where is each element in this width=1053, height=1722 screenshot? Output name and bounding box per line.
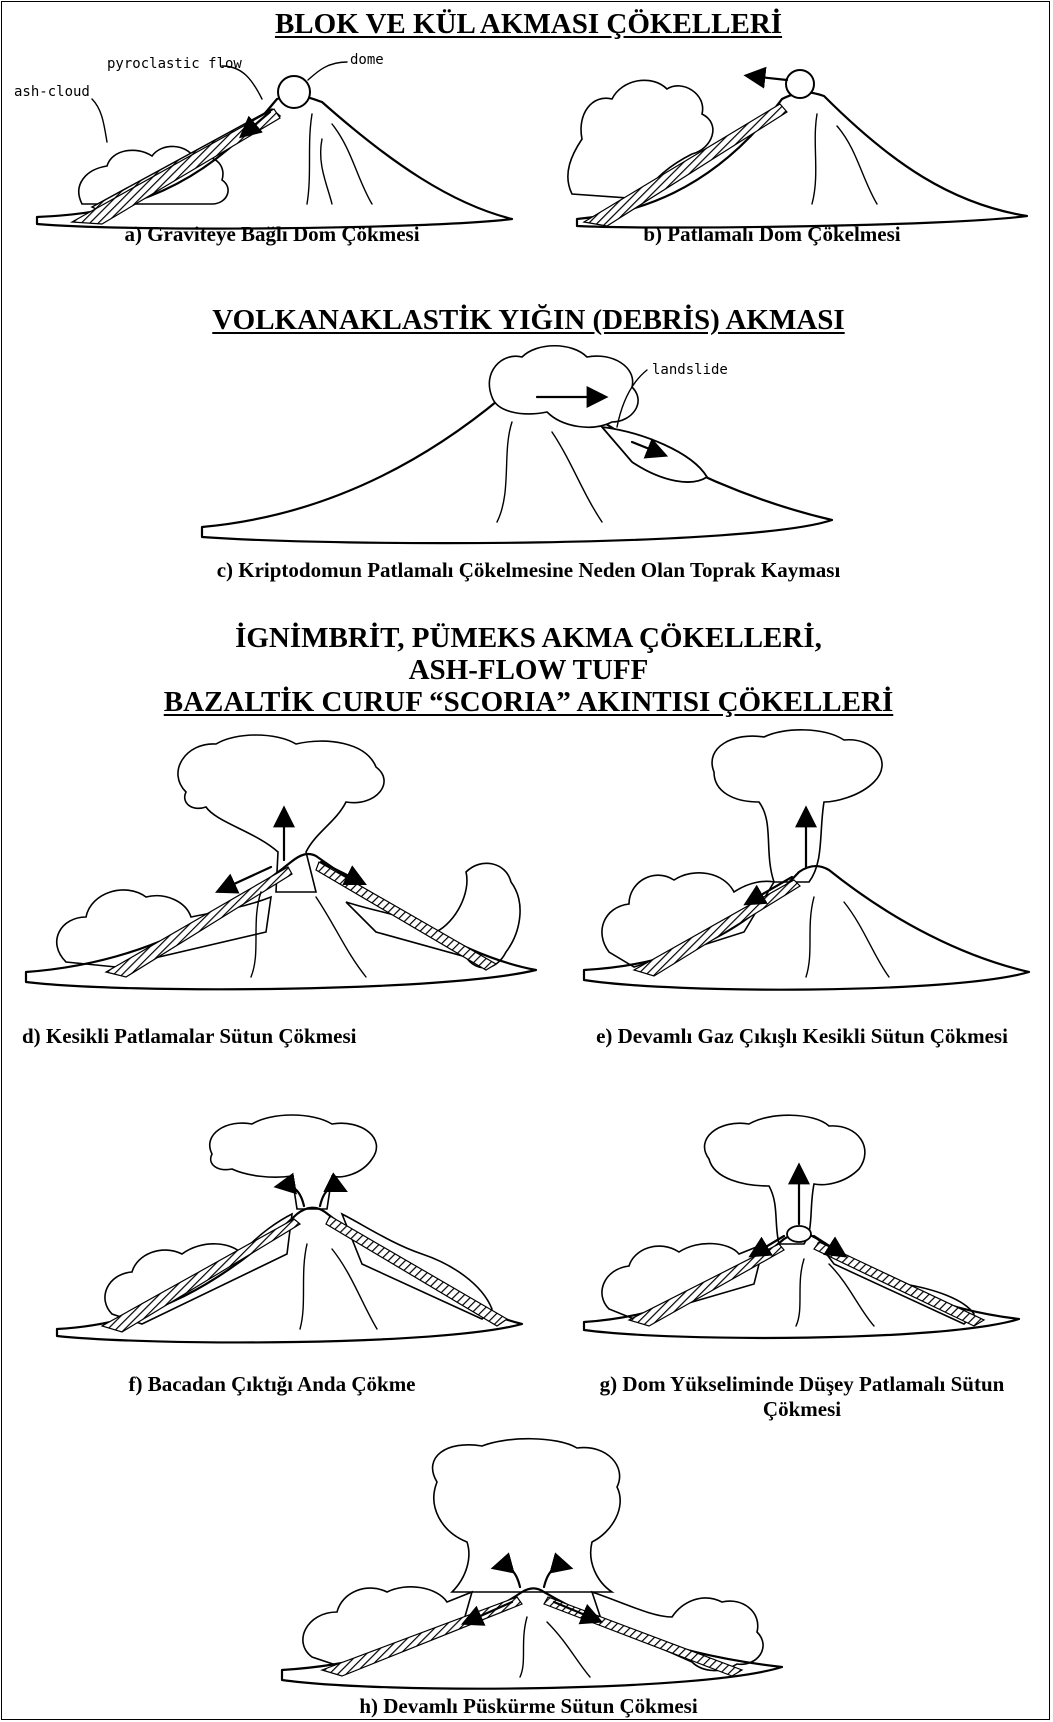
heading-block-ash: BLOK VE KÜL AKMASI ÇÖKELLERİ [2,8,1053,40]
caption-b: b) Patlamalı Dom Çökelmesi [562,222,982,247]
caption-c: c) Kriptodomun Patlamalı Çökelmesine Ned… [2,558,1053,583]
figure-c-cryptodome-landslide: landslide [192,342,852,552]
heading-ignimbrite-1: İGNİMBRİT, PÜMEKS AKMA ÇÖKELLERİ, [2,622,1053,654]
figure-f-collapse-at-vent [42,1114,532,1354]
caption-a: a) Graviteye Bağlı Dom Çökmesi [62,222,482,247]
caption-e: e) Devamlı Gaz Çıkışlı Kesikli Sütun Çök… [582,1024,1022,1049]
eruption-column [433,1439,621,1592]
figure-b-explosive-dome-collapse [562,54,1042,234]
caption-g: g) Dom Yükseliminde Düşey Patlamalı Sütu… [572,1372,1032,1422]
caption-h: h) Devamlı Püskürme Sütun Çökmesi [2,1694,1053,1719]
label-landslide: landslide [652,362,728,378]
figure-a-gravity-dome-collapse: pyroclastic flow dome ash-cloud [12,54,532,234]
eruption-column [210,1115,377,1209]
eruption-column [178,735,384,892]
figure-d-intermittent-column-collapse [16,732,536,1007]
label-ash-cloud: ash-cloud [14,84,90,100]
label-dome: dome [350,52,384,68]
caption-f: f) Bacadan Çıktığı Anda Çökme [62,1372,482,1397]
landslide-block [602,427,707,482]
heading-debris: VOLKANAKLASTİK YIĞIN (DEBRİS) AKMASI [2,304,1053,336]
dome-shape [278,76,310,108]
dome-shape [787,1226,811,1242]
heading-ignimbrite-2: ASH-FLOW TUFF [2,654,1053,686]
dome-shape [786,70,814,98]
blast-cloud-shape [489,346,638,427]
figure-e-continuous-gas-column-collapse [574,732,1034,1007]
ash-cloud-shape [568,80,713,199]
heading-ignimbrite-3: BAZALTİK CURUF “SCORIA” AKINTISI ÇÖKELLE… [2,686,1053,718]
caption-d: d) Kesikli Patlamalar Sütun Çökmesi [22,1024,462,1049]
figure-h-continuous-eruption-column-collapse [272,1442,792,1702]
figure-g-dome-vertical-explosion-collapse [574,1114,1034,1354]
eruption-column [705,1115,865,1244]
label-pyroclastic-flow: pyroclastic flow [107,56,242,72]
eruption-column [712,730,882,882]
